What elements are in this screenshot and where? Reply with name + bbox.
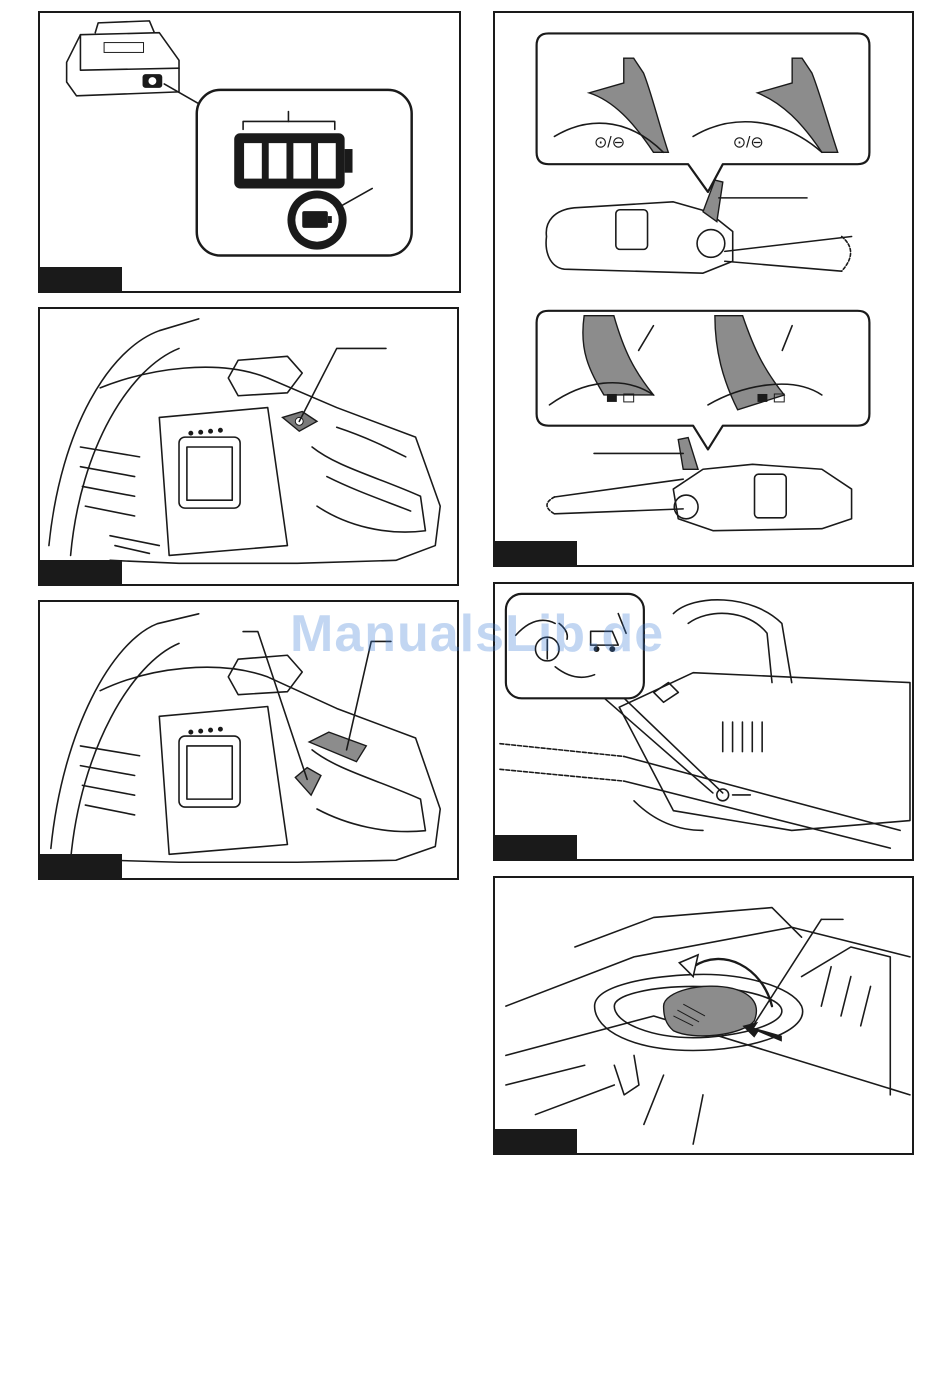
figure-power-button (38, 307, 459, 586)
figure-number-tag (495, 541, 577, 565)
battery-illustration (40, 13, 459, 291)
figure-number-tag (40, 267, 122, 291)
chain-brake-icon: ⊙/⊖ ⊙/⊖ (594, 134, 764, 151)
figure-chain-brake: ⊙/⊖ ⊙/⊖ (493, 11, 914, 567)
figure-number-tag (495, 1129, 577, 1153)
svg-text:⊙/⊖: ⊙/⊖ (733, 134, 764, 151)
watermark: ManualsLib.de (290, 604, 664, 664)
chain-brake-illustration: ⊙/⊖ ⊙/⊖ (495, 13, 912, 565)
figure-number-tag (40, 560, 122, 584)
battery-icon (234, 133, 352, 188)
figure-battery-indicator (38, 11, 461, 293)
figure-number-tag (495, 835, 577, 859)
low-battery-icon (287, 190, 346, 249)
svg-text:⊙/⊖: ⊙/⊖ (594, 134, 625, 151)
figure-oil-cap (493, 876, 914, 1155)
oil-cap-illustration (495, 878, 912, 1153)
chainsaw-body-illustration (40, 309, 457, 584)
figure-number-tag (40, 854, 122, 878)
